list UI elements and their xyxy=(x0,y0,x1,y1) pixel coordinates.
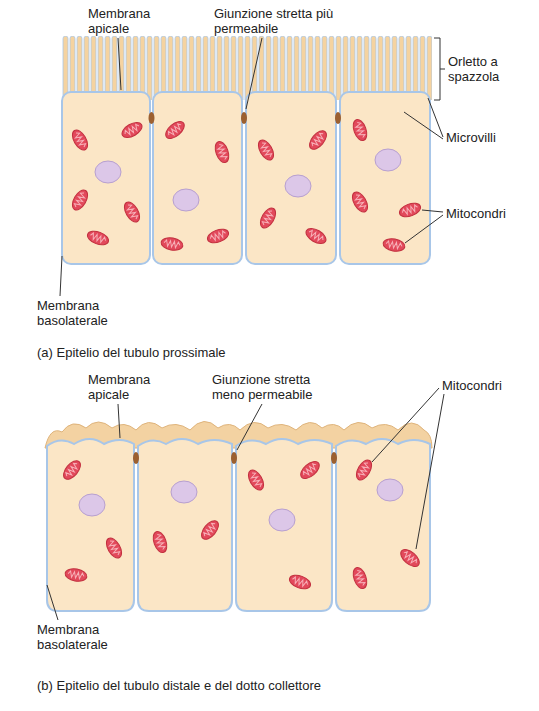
mitochondria xyxy=(69,118,422,253)
distal-cells xyxy=(47,439,430,611)
proximal-cells xyxy=(62,92,430,264)
tight-junctions xyxy=(133,452,337,464)
label: Membrana basolaterale xyxy=(37,622,117,652)
label: Giunzione stretta più permeabile xyxy=(214,6,339,36)
label: Membrana basolaterale xyxy=(37,298,117,328)
panel-caption: (b) Epitelio del tubulo distale e del do… xyxy=(37,678,321,693)
label: Microvilli xyxy=(446,130,526,145)
mitochondria xyxy=(60,457,422,591)
tight-junctions xyxy=(149,112,342,124)
label: Mitocondri xyxy=(442,378,527,393)
label: Membrana apicale xyxy=(88,6,163,36)
brush-border xyxy=(62,36,432,100)
label: Mitocondri xyxy=(446,206,531,221)
label: Membrana apicale xyxy=(88,372,163,402)
label: Giunzione stretta meno permeabile xyxy=(212,372,337,402)
panel-caption: (a) Epitelio del tubulo prossimale xyxy=(37,345,226,360)
nuclei xyxy=(79,479,403,531)
leader-lines xyxy=(47,38,445,620)
label: Orletto a spazzola xyxy=(448,54,511,84)
